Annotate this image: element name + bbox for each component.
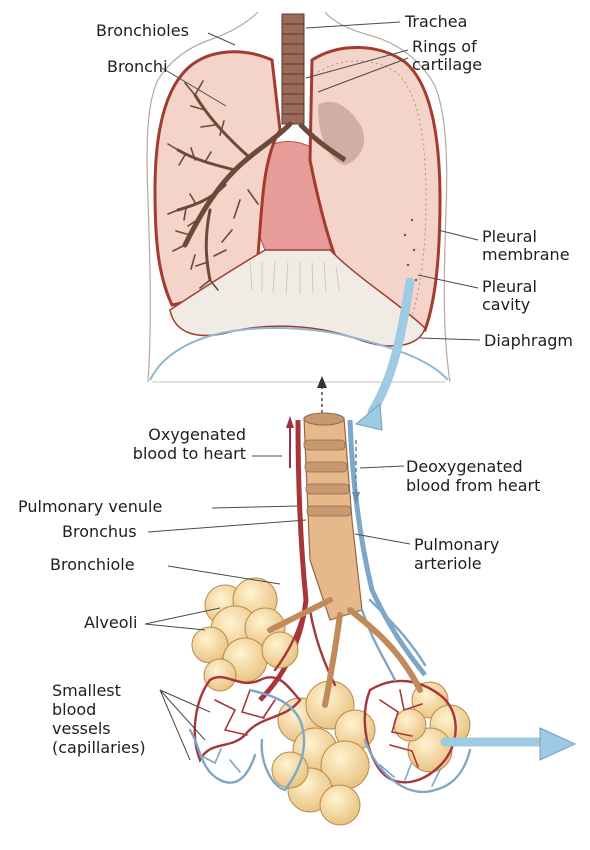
label-bronchioles: Bronchioles: [96, 22, 189, 40]
label-deoxygenated-line2: blood from heart: [406, 477, 540, 495]
label-capillaries-line3: vessels: [52, 720, 111, 738]
label-diaphragm: Diaphragm: [484, 332, 573, 350]
label-pleural-cavity-line1: Pleural: [482, 278, 537, 296]
label-pulmonary-venule: Pulmonary venule: [18, 498, 162, 516]
label-capillaries-line4: (capillaries): [52, 739, 146, 757]
trachea-shape: [282, 14, 304, 124]
label-pulmonary-arteriole-line2: arteriole: [414, 555, 482, 573]
label-deoxygenated-line1: Deoxygenated: [406, 458, 523, 476]
label-trachea: Trachea: [405, 13, 467, 31]
label-capillaries-line1: Smallest: [52, 682, 121, 700]
label-oxygenated-line1: Oxygenated: [70, 426, 246, 444]
label-bronchus: Bronchus: [62, 523, 137, 541]
label-pleural-membrane-line2: membrane: [482, 246, 570, 264]
label-rings-of-cartilage-line2: cartilage: [412, 56, 482, 74]
alveoli-illustration: [190, 376, 575, 825]
label-oxygenated-line2: blood to heart: [70, 445, 246, 463]
label-pulmonary-arteriole-line1: Pulmonary: [414, 536, 499, 554]
label-capillaries-line2: blood: [52, 701, 96, 719]
label-alveoli: Alveoli: [84, 614, 137, 632]
label-pleural-membrane-line1: Pleural: [482, 228, 537, 246]
label-pleural-cavity-line2: cavity: [482, 296, 530, 314]
label-bronchiole: Bronchiole: [50, 556, 135, 574]
label-bronchi: Bronchi: [107, 58, 168, 76]
label-rings-of-cartilage-line1: Rings of: [412, 38, 477, 56]
